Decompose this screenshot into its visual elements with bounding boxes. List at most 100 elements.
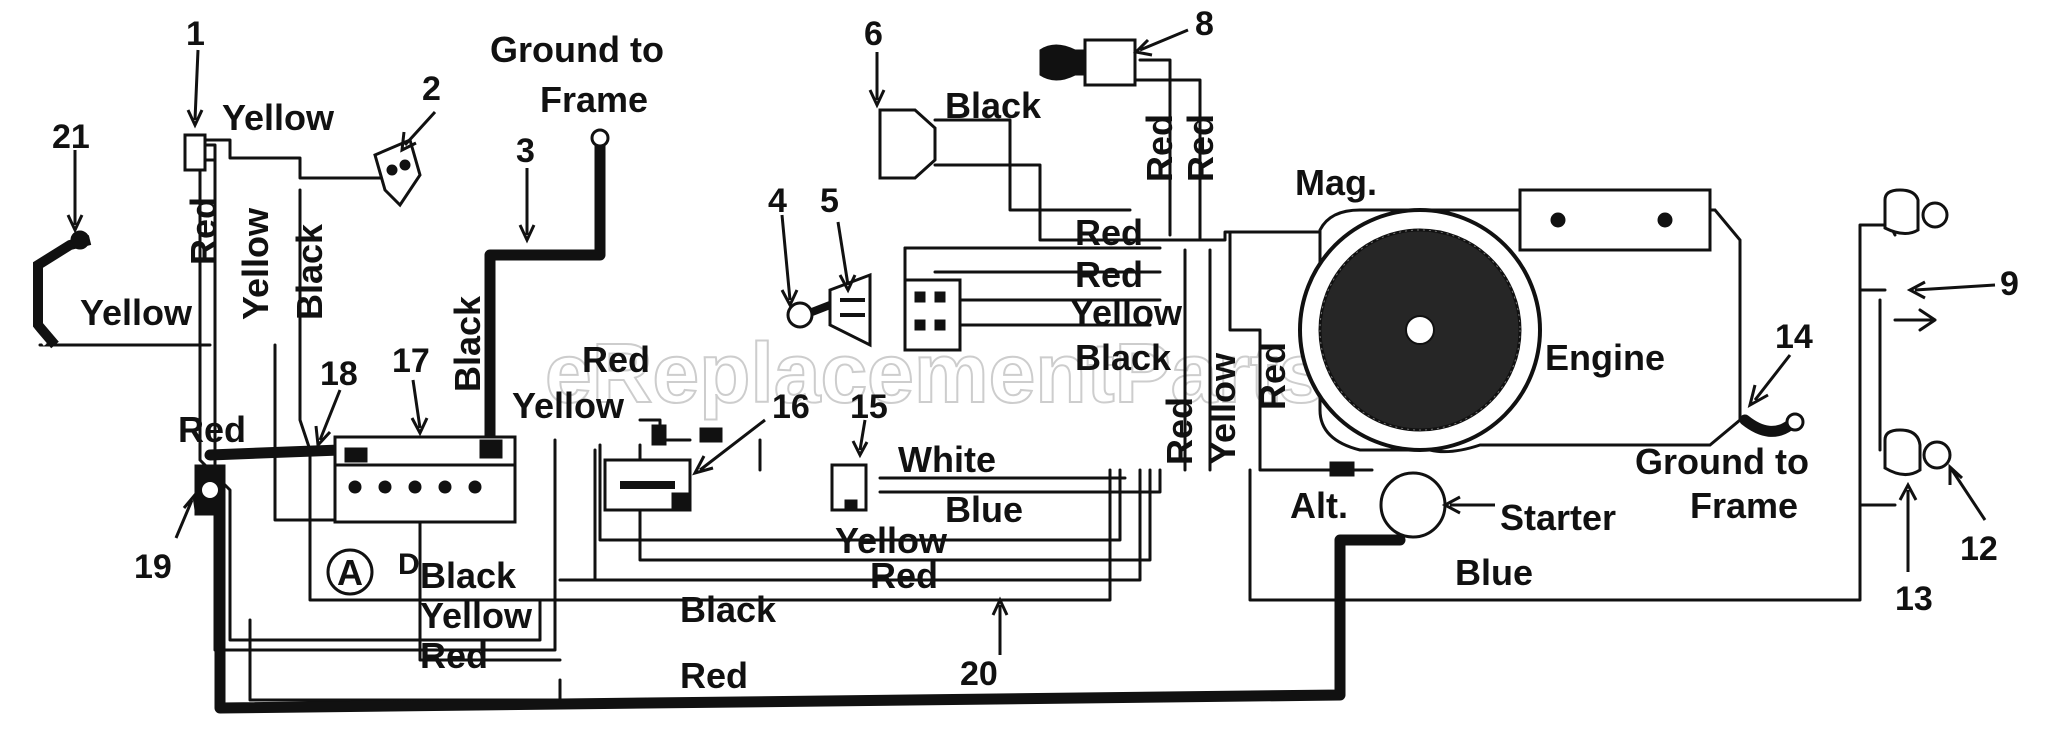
callout-3: 3 — [516, 132, 535, 170]
wire-label-red-engine-vertical: Red — [1252, 342, 1293, 410]
wire-red-left — [198, 153, 542, 642]
wire-label-yellow-top: Yellow — [222, 97, 335, 138]
wire-label-yellow-center: Yellow — [512, 385, 625, 426]
wire-yellow-low — [598, 443, 1122, 542]
callout-5: 5 — [820, 182, 839, 220]
callout-4: 4 — [768, 182, 787, 220]
callout-21: 21 — [52, 118, 90, 156]
wire-label-red-left-vertical: Red — [183, 197, 224, 265]
callout-12: 12 — [1960, 530, 1998, 568]
starter-label: Starter — [1500, 497, 1616, 538]
wire-red-engine — [1228, 230, 1352, 472]
wire-label-black-a: Black — [420, 555, 517, 596]
ground-lug-14 — [1785, 412, 1805, 432]
wire-red-v2 — [1133, 78, 1202, 240]
callout-2: 2 — [422, 70, 441, 108]
wire-label-white: White — [898, 439, 996, 480]
part-16-module — [603, 418, 723, 512]
wire-label-red-v2: Red — [1180, 114, 1221, 182]
wire-yellow-left — [213, 153, 557, 652]
part-21-rod — [28, 230, 92, 349]
callout-15: 15 — [850, 388, 888, 426]
wire-ground-14 — [1739, 414, 1796, 437]
callout-19: 19 — [134, 548, 172, 586]
wire-label-blue-right: Blue — [1455, 552, 1533, 593]
callout-8: 8 — [1195, 5, 1214, 43]
engine — [1298, 188, 1742, 454]
part-1-headlight — [183, 133, 217, 172]
wire-black-switch-2 — [933, 163, 1152, 242]
wire-black-bottom — [418, 468, 1112, 602]
wire-label-red-bottom: Red — [680, 655, 748, 696]
wire-label-red-terminal: Red — [178, 409, 246, 450]
callout-9: 9 — [2000, 265, 2019, 303]
wire-label-yellow-left: Yellow — [80, 292, 193, 333]
engine-label: Engine — [1545, 337, 1665, 378]
pin-d-label: D — [398, 548, 420, 581]
wire-label-red-v1: Red — [1139, 114, 1180, 182]
wire-blue-right — [1248, 223, 1892, 602]
wire-to-part-2 — [298, 173, 387, 180]
wire-label-yellow-a: Yellow — [420, 595, 533, 636]
wire-label-yellow-harness: Yellow — [1070, 292, 1183, 333]
wire-ground-battery — [484, 134, 606, 446]
part-17-battery — [333, 435, 517, 524]
wire-label-yellow-left-vertical: Yellow — [235, 207, 276, 320]
frame-label-top: Frame — [540, 79, 648, 120]
part-a-connector: A D — [326, 548, 420, 596]
wire-label-black-left-vertical: Black — [289, 223, 330, 320]
part-19-solenoid — [194, 464, 226, 516]
mag-label: Mag. — [1295, 162, 1377, 203]
callout-1: 1 — [186, 15, 205, 53]
wire-red-bottom-left — [248, 618, 562, 702]
callout-16: 16 — [772, 388, 810, 426]
wire-mag — [1148, 230, 1332, 242]
wire-label-black-battery: Black — [447, 295, 488, 392]
wire-red-v1 — [1138, 58, 1172, 237]
frame-label-right: Frame — [1690, 485, 1798, 526]
callout-numbers: 1 2 3 4 5 6 8 9 12 13 14 15 16 17 18 19 … — [52, 5, 2019, 693]
callout-20: 20 — [960, 655, 998, 693]
part-9-12-13-switches — [1883, 188, 1952, 476]
wire-yellow-a — [558, 468, 1142, 582]
part-15-switch — [830, 463, 868, 512]
wire-label-red-low: Red — [870, 555, 938, 596]
wire-label-blue-mid: Blue — [945, 489, 1023, 530]
wire-label-red-center: Red — [582, 339, 650, 380]
callout-14: 14 — [1775, 318, 1813, 356]
ignition-connector — [903, 278, 962, 352]
wire-label-red-harness2: Red — [1075, 254, 1143, 295]
part-2-lamp — [373, 137, 422, 208]
callout-18: 18 — [320, 355, 358, 393]
callout-6: 6 — [864, 15, 883, 53]
ground-to-label-right: Ground to — [1635, 441, 1809, 482]
wire-label-black-harness: Black — [1075, 337, 1172, 378]
callout-13: 13 — [1895, 580, 1933, 618]
component-labels: Ground to Frame Ground to Frame Engine M… — [490, 29, 1809, 538]
wire-label-yellow-low: Yellow — [835, 520, 948, 561]
wire-yellow-top — [198, 138, 302, 177]
part-4-key — [786, 301, 832, 329]
wire-label-black-switch: Black — [945, 85, 1042, 126]
callout-arrows — [66, 28, 1996, 655]
ground-to-label-top: Ground to — [490, 29, 664, 70]
ground-stud-top — [590, 128, 610, 148]
wire-label-black-bottom: Black — [680, 589, 777, 630]
wire-label-red-harness1: Red — [1075, 212, 1143, 253]
wire-label-yellow-v3: Yellow — [1202, 352, 1243, 465]
wire-red-starter — [214, 484, 1406, 714]
part-8-bulb — [1039, 38, 1137, 87]
circle-a — [326, 548, 374, 596]
wire-battery-solenoid — [204, 444, 346, 461]
wire-blue-mid — [878, 468, 1162, 494]
alt-label: Alt. — [1290, 485, 1348, 526]
callout-17: 17 — [392, 342, 430, 380]
part-5-ignition — [828, 272, 872, 348]
circle-a-label: A — [337, 552, 363, 593]
wire-label-red-bottom-left: Red — [420, 635, 488, 676]
wire-label-red-v3: Red — [1159, 397, 1200, 465]
part-6-switch — [878, 108, 937, 180]
wire-labels: Yellow Red Yellow Black Yellow Black Red… — [80, 85, 1533, 696]
